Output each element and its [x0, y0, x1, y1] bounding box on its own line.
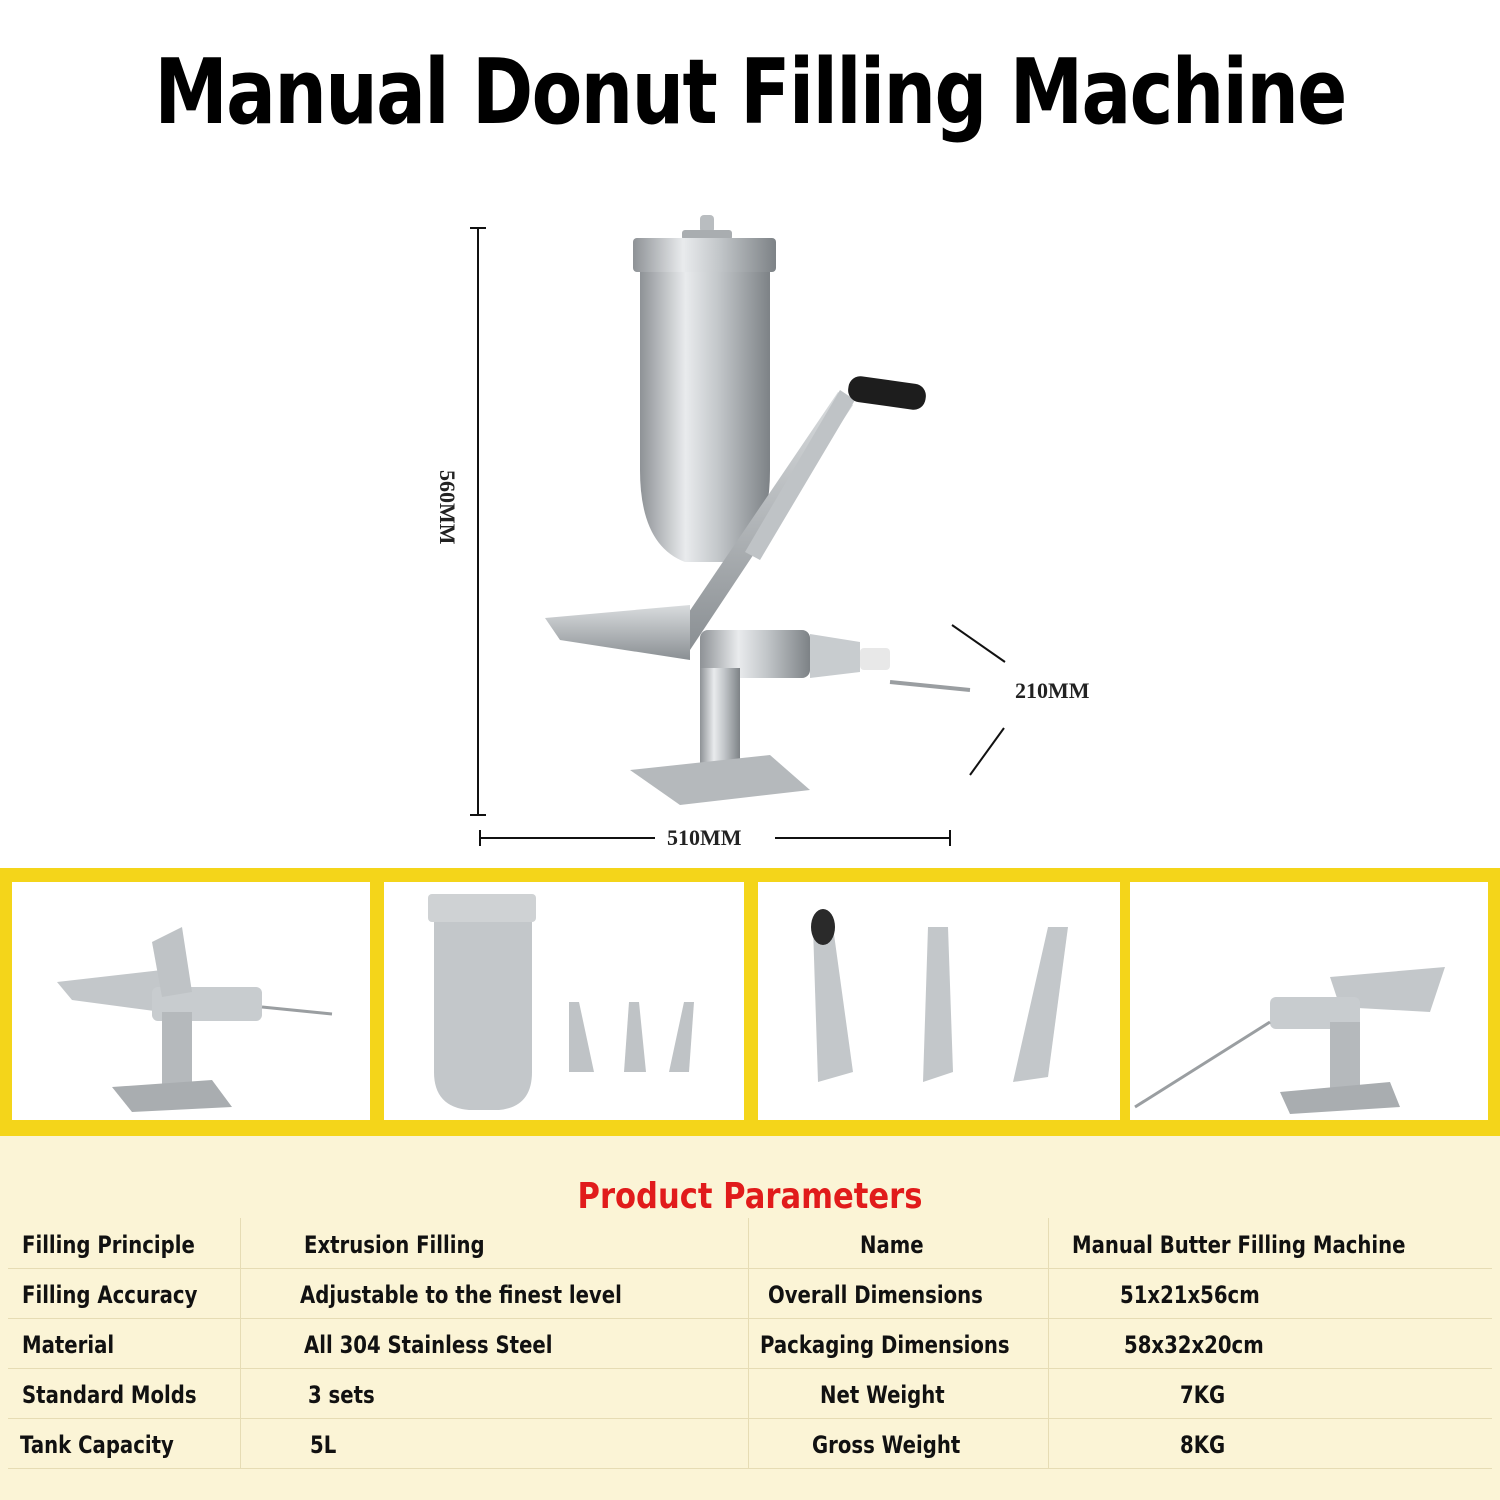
param-value: 58x32x20cm [1124, 1331, 1264, 1359]
table-row: Tank Capacity 5L Gross Weight 8KG [8, 1418, 1492, 1469]
param-label: Filling Principle [22, 1231, 195, 1259]
param-label: Net Weight [820, 1381, 945, 1409]
dimension-lines [470, 227, 1006, 846]
table-row: Material All 304 Stainless Steel Packagi… [8, 1318, 1492, 1369]
param-value: Adjustable to the finest level [300, 1281, 622, 1309]
page-title: Manual Donut Filling Machine [154, 40, 1347, 145]
param-value: 3 sets [308, 1381, 375, 1409]
param-value: 7KG [1180, 1381, 1226, 1409]
param-label: Filling Accuracy [22, 1281, 198, 1309]
param-value: All 304 Stainless Steel [304, 1331, 553, 1359]
param-value: Extrusion Filling [304, 1231, 485, 1259]
table-row: Standard Molds 3 sets Net Weight 7KG [8, 1368, 1492, 1419]
thumbnail-gallery [0, 868, 1500, 1136]
hero-product-view: 560MM 510MM 210MM [435, 215, 1090, 850]
height-dimension-label: 560MM [435, 470, 460, 545]
param-label: Name [860, 1231, 924, 1259]
param-label: Packaging Dimensions [760, 1331, 1010, 1359]
param-label: Material [22, 1331, 115, 1359]
param-label: Overall Dimensions [768, 1281, 983, 1309]
product-parameters-section: Product Parameters Filling Principle Ext… [0, 1136, 1500, 1500]
table-row: Filling Principle Extrusion Filling Name… [8, 1218, 1492, 1269]
param-label: Standard Molds [22, 1381, 197, 1409]
param-label: Tank Capacity [20, 1431, 174, 1459]
table-row: Filling Accuracy Adjustable to the fines… [8, 1268, 1492, 1319]
thumbnail-side-view[interactable] [12, 882, 370, 1120]
width-dimension-label: 510MM [667, 825, 742, 850]
machine-illustration [470, 215, 1006, 846]
parameters-table: Filling Principle Extrusion Filling Name… [8, 1218, 1492, 1488]
param-value: 51x21x56cm [1120, 1281, 1260, 1309]
parameters-title: Product Parameters [577, 1176, 923, 1217]
param-label: Gross Weight [812, 1431, 961, 1459]
thumbnail-hopper-and-nozzles[interactable] [384, 882, 744, 1120]
param-value: 5L [310, 1431, 337, 1459]
param-value: 8KG [1180, 1431, 1226, 1459]
thumbnail-front-view[interactable] [1130, 882, 1488, 1120]
depth-dimension-label: 210MM [1015, 678, 1090, 703]
param-value: Manual Butter Filling Machine [1072, 1231, 1406, 1259]
thumbnail-nozzles[interactable] [758, 882, 1120, 1120]
